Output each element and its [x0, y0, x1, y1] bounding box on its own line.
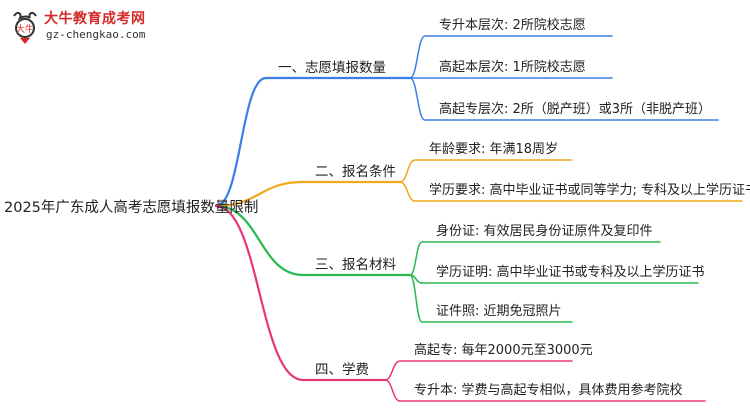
leaf-label: 学历要求: 高中毕业证书或同等学力; 专科及以上学历证书 [429, 183, 750, 198]
leaf-label: 专升本: 学费与高起专相似，具体费用参考院校 [414, 383, 683, 398]
leaf-connector [409, 274, 573, 323]
bull-logo-icon: 大牛 [13, 11, 37, 44]
branch-label: 四、学费 [315, 362, 369, 378]
leaf-connector [409, 241, 661, 276]
branch-connector [214, 204, 412, 277]
leaf-connector [399, 181, 743, 202]
leaf-label: 年龄要求: 年满18周岁 [429, 142, 559, 157]
branch-label: 一、志愿填报数量 [278, 60, 386, 76]
leaf-label: 学历证明: 高中毕业证书或专科及以上学历证书 [436, 265, 705, 280]
leaf-connector [409, 35, 613, 79]
leaf-label: 证件照: 近期免冠照片 [436, 304, 562, 319]
leaf-connector [384, 379, 706, 402]
leaf-label: 高起本层次: 1所院校志愿 [439, 60, 586, 75]
leaf-connector [399, 159, 573, 183]
leaf-label: 身份证: 有效居民身份证原件及复印件 [436, 224, 653, 239]
logo-mark-text: 大牛 [16, 23, 34, 35]
mindmap-root-label: 2025年广东成人高考志愿填报数量限制 [4, 200, 259, 216]
branch-connector [214, 204, 387, 382]
site-logo[interactable]: 大牛 大牛教育成考网 gz-chengkao.com [6, 6, 176, 50]
logo-title: 大牛教育成考网 [44, 11, 146, 27]
leaf-label: 高起专层次: 2所（脱产班）或3所（非脱产班） [439, 102, 712, 117]
logo-url: gz-chengkao.com [46, 28, 146, 41]
branch-label: 二、报名条件 [315, 164, 396, 180]
branch-label: 三、报名材料 [315, 257, 396, 273]
branch-connector [214, 76, 412, 208]
leaf-connector [384, 360, 573, 381]
leaf-connector [409, 77, 719, 121]
leaf-label: 专升本层次: 2所院校志愿 [439, 18, 586, 33]
leaf-label: 高起专: 每年2000元至3000元 [414, 343, 593, 358]
branch-connector [214, 180, 402, 208]
